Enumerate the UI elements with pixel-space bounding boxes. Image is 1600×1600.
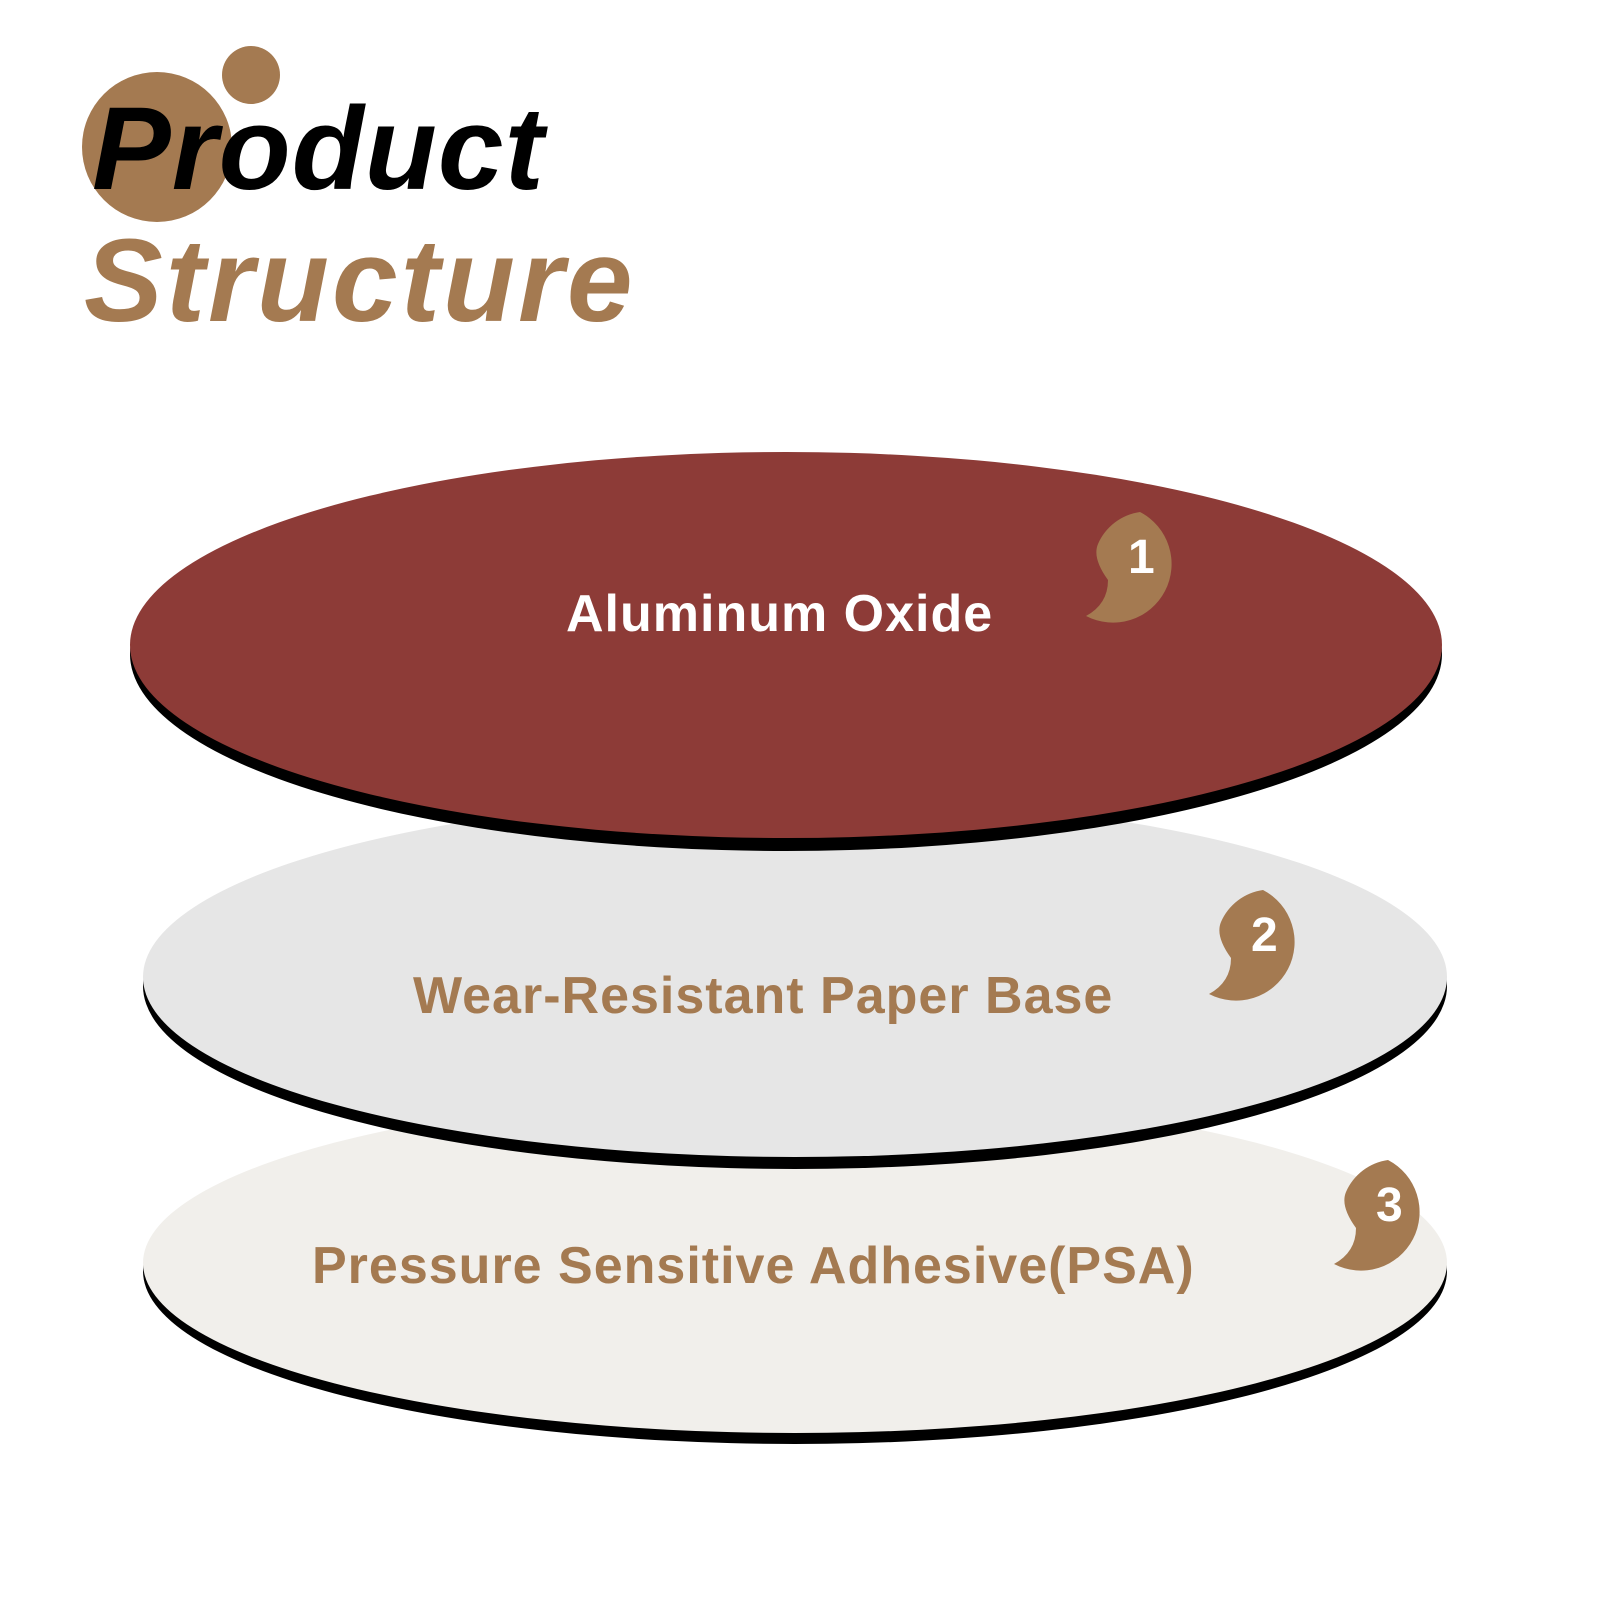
layer-adhesive-surface: [143, 1093, 1447, 1433]
badge-number: 2: [1251, 909, 1278, 962]
layer-paper-disc: [143, 797, 1447, 1169]
badge-number: 3: [1376, 1179, 1403, 1232]
layer-label-psa: Pressure Sensitive Adhesive(PSA): [312, 1237, 1195, 1295]
title-decor-circle-small: [222, 46, 280, 104]
layer-oxide-disc: [130, 452, 1442, 851]
badge-drop-shape: [1086, 512, 1172, 623]
layer-adhesive-disc: [143, 1093, 1447, 1444]
badge-number: 1: [1128, 531, 1155, 584]
layer-label-paper-base: Wear-Resistant Paper Base: [413, 967, 1114, 1025]
layer-label-aluminum-oxide: Aluminum Oxide: [566, 585, 994, 643]
layer-badge-1: 1: [1082, 508, 1198, 624]
title-decor-circle-large: [82, 72, 232, 222]
layer-badge-2: 2: [1205, 886, 1321, 1002]
layer-badge-3: 3: [1330, 1156, 1446, 1272]
badge-drop-shape: [1209, 890, 1295, 1001]
title-structure: Structure: [84, 215, 636, 347]
title-product: Product: [92, 83, 545, 215]
layer-paper-surface: [143, 797, 1447, 1157]
title-block: Product Structure: [0, 0, 800, 360]
layer-oxide-surface: [130, 452, 1442, 838]
badge-drop-shape: [1334, 1160, 1420, 1271]
